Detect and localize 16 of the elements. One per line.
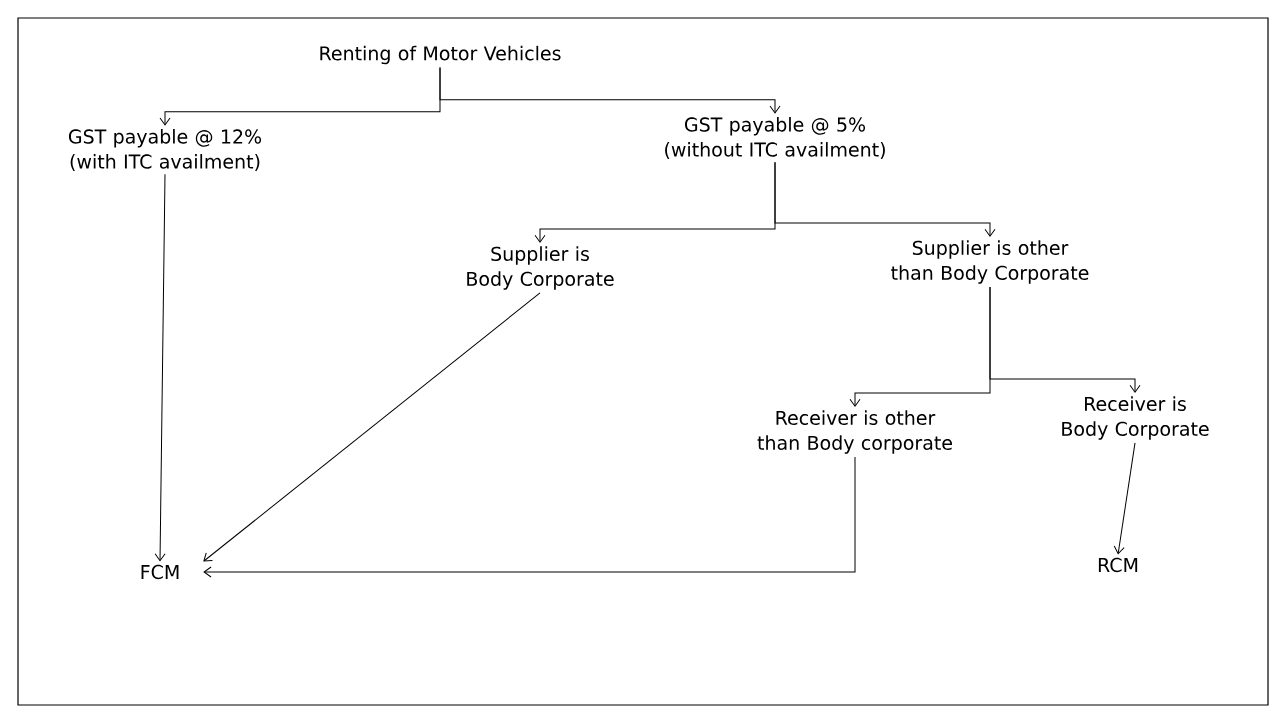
flow-text: GST payable @ 12% (with ITC availment) (68, 129, 262, 171)
flow-text: GST payable @ 5% (without ITC availment) (665, 117, 885, 159)
flow-text: Receiver is other than Body corporate (757, 410, 952, 454)
flow-text: Supplier is other than Body Corporate (891, 240, 1089, 284)
flow-text: Renting of Motor Vehicles (320, 45, 561, 65)
flow-text: RCM (1098, 557, 1138, 573)
arrow (203, 292, 541, 562)
flow-text: FCM (141, 564, 179, 580)
arrow (203, 456, 856, 578)
flow-text: Receiver is Body Corporate (1062, 396, 1209, 440)
arrow (989, 286, 1141, 393)
arrow (439, 66, 781, 114)
arrow (154, 173, 166, 562)
arrow (1113, 442, 1136, 555)
flow-text: Supplier is Body Corporate (467, 246, 614, 290)
arrow (774, 161, 996, 237)
